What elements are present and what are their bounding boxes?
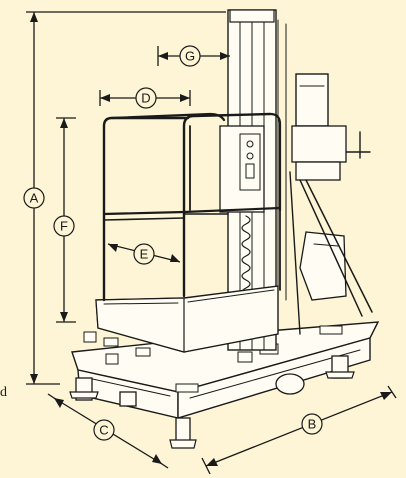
lift-base [69, 321, 380, 449]
dimension-marker-b-label: B [308, 417, 317, 432]
dimension-marker-f-label: F [60, 219, 68, 234]
dimension-marker-f: F [53, 215, 75, 237]
dimension-marker-a-label: A [30, 191, 39, 206]
lift-platform [95, 285, 279, 353]
dimension-marker-g: G [179, 45, 201, 67]
dimension-marker-d: D [135, 87, 157, 109]
lift-power-unit [289, 73, 373, 335]
dimension-marker-g-label: G [185, 49, 195, 64]
dimension-marker-c-label: C [99, 423, 108, 438]
dimension-marker-c: C [93, 419, 115, 441]
dimension-marker-b: B [301, 413, 323, 435]
edge-text-fragment: d [0, 385, 7, 400]
dimension-marker-e-label: E [140, 247, 149, 262]
lift-guardrail [102, 112, 282, 302]
dimension-lines [26, 11, 397, 475]
dimension-marker-e: E [133, 243, 155, 265]
dimension-marker-a: A [23, 187, 45, 209]
dimension-marker-d-label: D [141, 91, 150, 106]
